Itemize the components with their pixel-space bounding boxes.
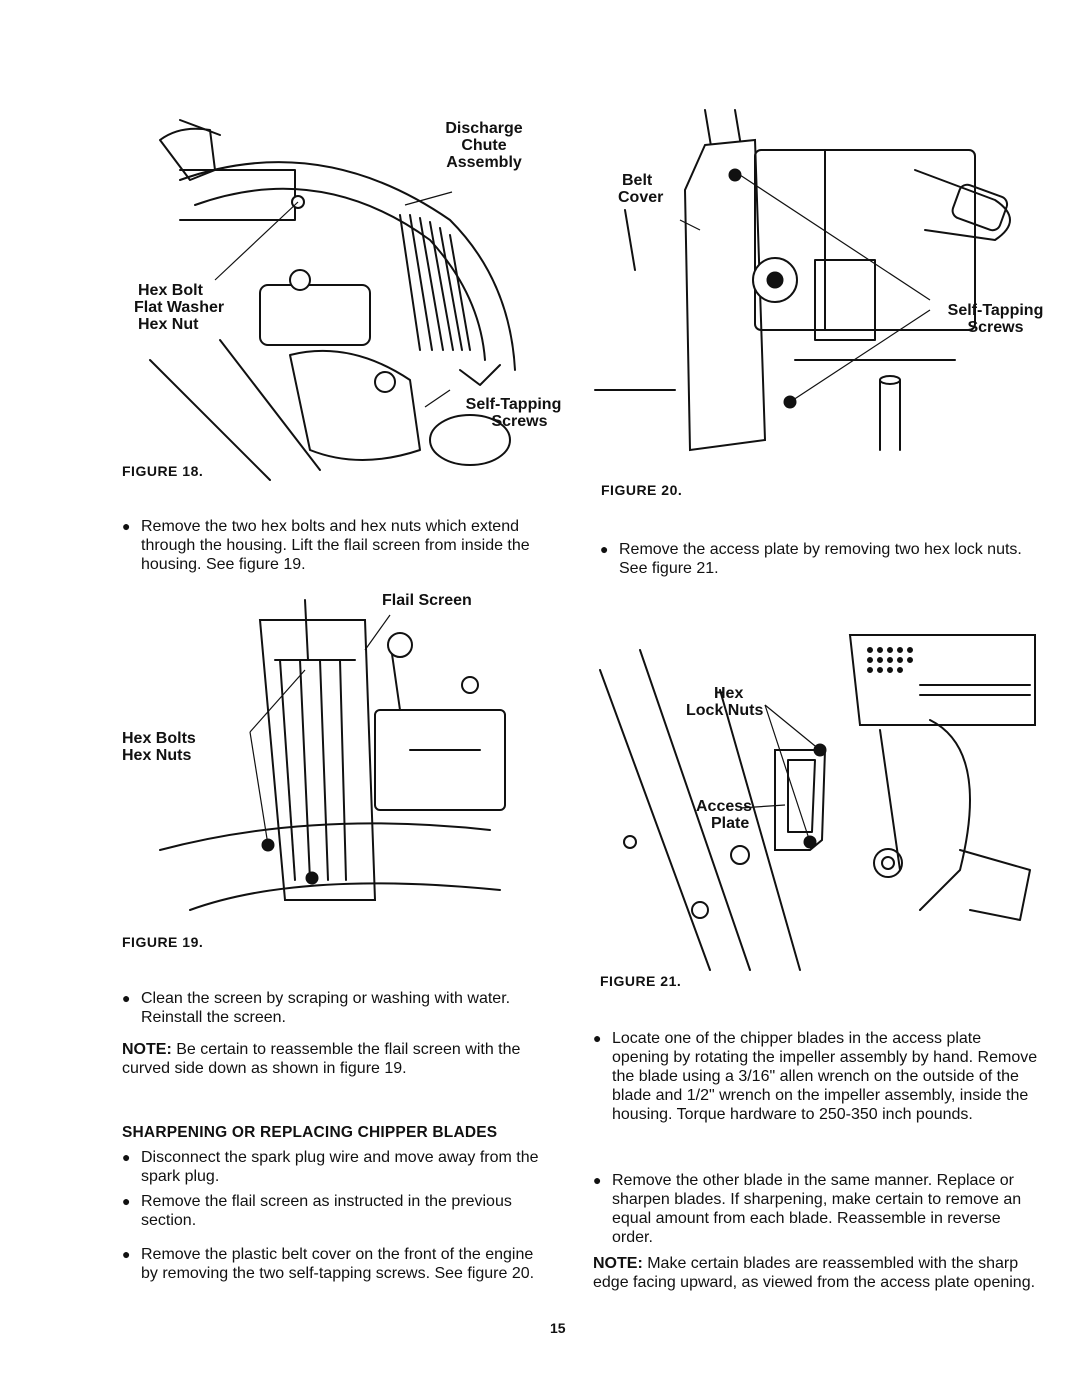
figure-18-caption: FIGURE 18. [122,463,204,479]
blade-note: NOTE: Make certain blades are reassemble… [593,1255,1036,1291]
bullet-dot-icon: ● [593,1172,602,1188]
bullet-dot-icon: ● [122,990,131,1006]
figure-20-caption: FIGURE 20. [601,482,683,498]
flail-note: NOTE: Be certain to reassemble the flail… [122,1041,521,1077]
label-cover: Cover [618,189,664,206]
label-belt: Belt [622,172,653,189]
sharpen-step-2: ● Remove the flail screen as instructed … [122,1193,512,1229]
label-self-tapping: Self-Tapping [465,396,562,413]
label-plate: Plate [711,815,750,832]
label-screws-20: Screws [967,319,1024,336]
bullet-dot-icon: ● [122,518,131,534]
bullet-dot-icon: ● [593,1030,602,1046]
access-plate-step: ● Remove the access plate by removing tw… [600,541,1022,577]
figure-21-caption: FIGURE 21. [600,973,682,989]
section-heading: SHARPENING OR REPLACING CHIPPER BLADES [122,1124,498,1141]
label-hex-nuts: Hex Nuts [122,747,192,764]
label-assembly: Assembly [446,154,522,171]
sharpen-step-3: ● Remove the plastic belt cover on the f… [122,1246,535,1282]
label-hex-nut: Hex Nut [138,316,199,333]
bullet-dot-icon: ● [122,1246,131,1262]
label-hex-bolt: Hex Bolt [138,282,203,299]
locate-blade-step: ● Locate one of the chipper blades in th… [593,1030,1038,1123]
label-discharge: Discharge [445,120,523,137]
bullet-dot-icon: ● [122,1193,131,1209]
label-screws: Screws [491,413,548,430]
label-access: Access [696,798,753,815]
sharpen-step-1: ● Disconnect the spark plug wire and mov… [122,1149,539,1185]
remove-other-blade-step: ● Remove the other blade in the same man… [593,1172,1022,1246]
bullet-dot-icon: ● [600,541,609,557]
label-flat-washer: Flat Washer [134,299,225,316]
label-hex-bolts: Hex Bolts [122,730,196,747]
figure-20-illustration [594,109,1011,452]
label-flail-screen: Flail Screen [382,592,472,609]
figure-19-caption: FIGURE 19. [122,934,204,950]
bullet-dot-icon: ● [122,1149,131,1165]
figure-19-illustration [159,599,506,911]
label-self-tapping-20: Self-Tapping [947,302,1044,319]
figure-21-illustration [599,634,1036,971]
label-hex: Hex [714,685,744,702]
page-number: 15 [550,1320,566,1336]
figure-18-illustration [149,119,516,481]
label-lock-nuts: Lock Nuts [686,702,764,719]
label-chute: Chute [461,137,507,154]
flail-removal-step: ● Remove the two hex bolts and hex nuts … [122,518,530,573]
clean-screen-step: ● Clean the screen by scraping or washin… [122,990,511,1026]
